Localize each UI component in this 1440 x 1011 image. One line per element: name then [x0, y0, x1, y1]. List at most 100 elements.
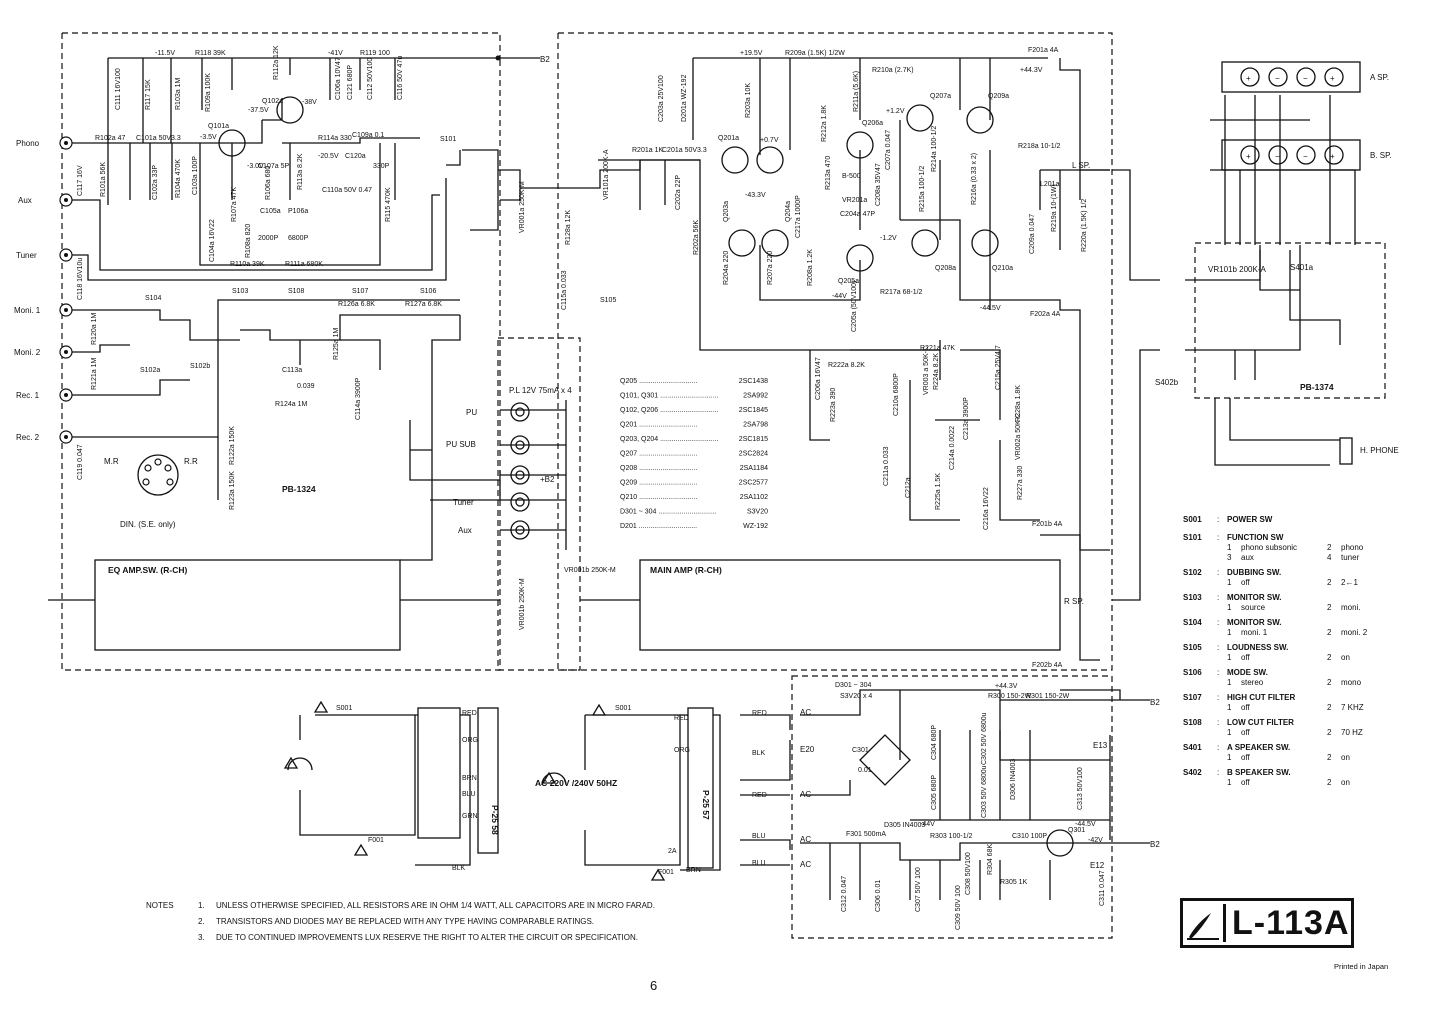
svg-text:−: − — [1303, 74, 1308, 83]
svg-text:R221a 47K: R221a 47K — [920, 345, 955, 352]
semi-part: 2SA1184 — [740, 465, 768, 472]
speaker-terminals: + − − + A SP. + − − + B. SP. H. PHONE PB… — [1155, 61, 1399, 465]
svg-text:S401a: S401a — [1290, 263, 1314, 272]
svg-text:−: − — [1275, 74, 1280, 83]
svg-text:R222a 8.2K: R222a 8.2K — [828, 362, 865, 369]
legend-option: 1 — [1227, 578, 1232, 587]
r-sp-label: R SP. — [1064, 597, 1084, 606]
legend-option: 2←1 — [1341, 578, 1358, 587]
svg-text:Q210a: Q210a — [992, 265, 1013, 272]
svg-text:RED: RED — [462, 710, 477, 717]
legend-option: moni. 1 — [1241, 628, 1268, 637]
legend-option: 2 — [1327, 603, 1332, 612]
svg-text:R123a 150K: R123a 150K — [229, 471, 236, 510]
svg-text:BLK: BLK — [752, 750, 766, 757]
svg-text:C215a 25V4.7: C215a 25V4.7 — [995, 345, 1002, 390]
svg-text:C301: C301 — [852, 747, 869, 754]
legend-option: 2 — [1327, 753, 1332, 762]
svg-text:C207a 0.047: C207a 0.047 — [885, 130, 892, 170]
svg-text:C119 0.047: C119 0.047 — [77, 444, 84, 480]
svg-text:R216a (0.33 x 2): R216a (0.33 x 2) — [971, 153, 978, 205]
semi-part: 2SA1102 — [740, 494, 768, 501]
svg-text:R220a (1.5K) 1/2: R220a (1.5K) 1/2 — [1081, 199, 1088, 252]
warning-icon — [353, 843, 369, 856]
legend-title: LOUDNESS SW. — [1227, 643, 1289, 652]
svg-text:VR101b 200K-A: VR101b 200K-A — [1208, 265, 1266, 274]
svg-text:BLU: BLU — [752, 833, 766, 840]
svg-text:-38V: -38V — [302, 99, 317, 106]
svg-text:S106: S106 — [420, 288, 436, 295]
lamp-aux: Aux — [458, 526, 472, 535]
pilot-lamps: P.L 12V 75mA x 4 PU PU SUB +B2 Tuner Aux — [446, 386, 572, 540]
notes: NOTES 1.UNLESS OTHERWISE SPECIFIED, ALL … — [146, 898, 655, 946]
warning-icon — [283, 756, 299, 769]
eq-amp-label: EQ AMP.SW. (R-CH) — [108, 565, 188, 575]
legend-option: off — [1241, 778, 1250, 787]
svg-text:S3V20 x 4: S3V20 x 4 — [840, 693, 872, 700]
svg-text:R115 470K: R115 470K — [385, 187, 392, 222]
legend-option: 1 — [1227, 603, 1232, 612]
main-amp-block — [639, 559, 1061, 651]
psu-labels: S001 F001 RED ORG BRN BLU GRN BLK S001 R… — [336, 682, 1106, 930]
svg-text:R120a 1M: R120a 1M — [91, 313, 98, 345]
svg-text:R224a 8.2K: R224a 8.2K — [933, 353, 940, 390]
notes-list: 1.UNLESS OTHERWISE SPECIFIED, ALL RESIST… — [198, 898, 655, 946]
a-sp-label: A SP. — [1370, 73, 1389, 82]
ac-label-1: AC — [800, 708, 811, 717]
svg-text:R109a 100K: R109a 100K — [205, 73, 212, 112]
legend-row: S107:HIGH CUT FILTER — [1183, 693, 1296, 702]
legend-option: on — [1341, 753, 1350, 762]
svg-text:C118 16V10u: C118 16V10u — [77, 258, 84, 300]
legend-title: B SPEAKER SW. — [1227, 768, 1291, 777]
legend-option: 2 — [1327, 543, 1332, 552]
input-label-moni1: Moni. 1 — [14, 306, 41, 315]
svg-text:+44.3V: +44.3V — [1020, 67, 1043, 74]
svg-text:RED: RED — [752, 792, 767, 799]
e20-label: E20 — [800, 745, 815, 754]
svg-text:-1.2V: -1.2V — [880, 235, 897, 242]
svg-text:R201a 1K: R201a 1K — [632, 147, 663, 154]
svg-text:C303 50V 6800u: C303 50V 6800u — [981, 765, 988, 818]
svg-text:C111 16V100: C111 16V100 — [115, 68, 122, 110]
legend-row: S102:DUBBING SW. — [1183, 568, 1282, 577]
svg-text:R110a 39K: R110a 39K — [230, 261, 265, 268]
legend-code: S101 — [1183, 533, 1202, 542]
eq-board-label: PB-1324 — [282, 484, 316, 494]
svg-text:R215a 100-1/2: R215a 100-1/2 — [919, 166, 926, 212]
svg-text:+: + — [1246, 152, 1251, 161]
svg-text:C107a 5P: C107a 5P — [258, 163, 289, 170]
svg-text:BRN: BRN — [462, 775, 477, 782]
ac-in-label: AC 220V /240V 50HZ — [535, 778, 617, 788]
semi-part: 2SC1815 — [739, 436, 768, 443]
lamp-b2: +B2 — [540, 475, 555, 484]
svg-text:C117 16V: C117 16V — [77, 165, 84, 196]
din-connector: M.R R.R DIN. (S.E. only) PB-1324 — [104, 454, 316, 529]
svg-text:R106a 680: R106a 680 — [265, 166, 272, 200]
legend-option: moni. 2 — [1341, 628, 1368, 637]
svg-text:R127a 6.8K: R127a 6.8K — [405, 301, 442, 308]
svg-text:6800P: 6800P — [288, 235, 309, 242]
svg-text:+1.2V: +1.2V — [886, 108, 905, 115]
svg-text:ORG: ORG — [462, 737, 478, 744]
svg-text:-44.5V: -44.5V — [1075, 821, 1096, 828]
model-name: L-113A — [1223, 904, 1350, 942]
b2-label-neg: B2 — [1150, 840, 1160, 849]
svg-text:S107: S107 — [352, 288, 368, 295]
svg-text:S402b: S402b — [1155, 378, 1179, 387]
semi-part: 2SC1845 — [739, 407, 768, 414]
model-badge: L-113A — [1180, 898, 1354, 948]
svg-text:-3.0V: -3.0V — [247, 163, 264, 170]
svg-text:S001: S001 — [336, 705, 352, 712]
wiring — [68, 55, 1356, 900]
svg-text:Q205a: Q205a — [838, 278, 859, 285]
svg-text:-44V: -44V — [920, 821, 935, 828]
input-label-tuner: Tuner — [16, 251, 37, 260]
svg-text:C105a: C105a — [260, 208, 281, 215]
svg-text:-43.3V: -43.3V — [745, 192, 766, 199]
legend-code: S104 — [1183, 618, 1202, 627]
svg-text:-20.5V: -20.5V — [318, 153, 339, 160]
legend-option: 4 — [1327, 553, 1332, 562]
legend-option: moni. — [1341, 603, 1361, 612]
